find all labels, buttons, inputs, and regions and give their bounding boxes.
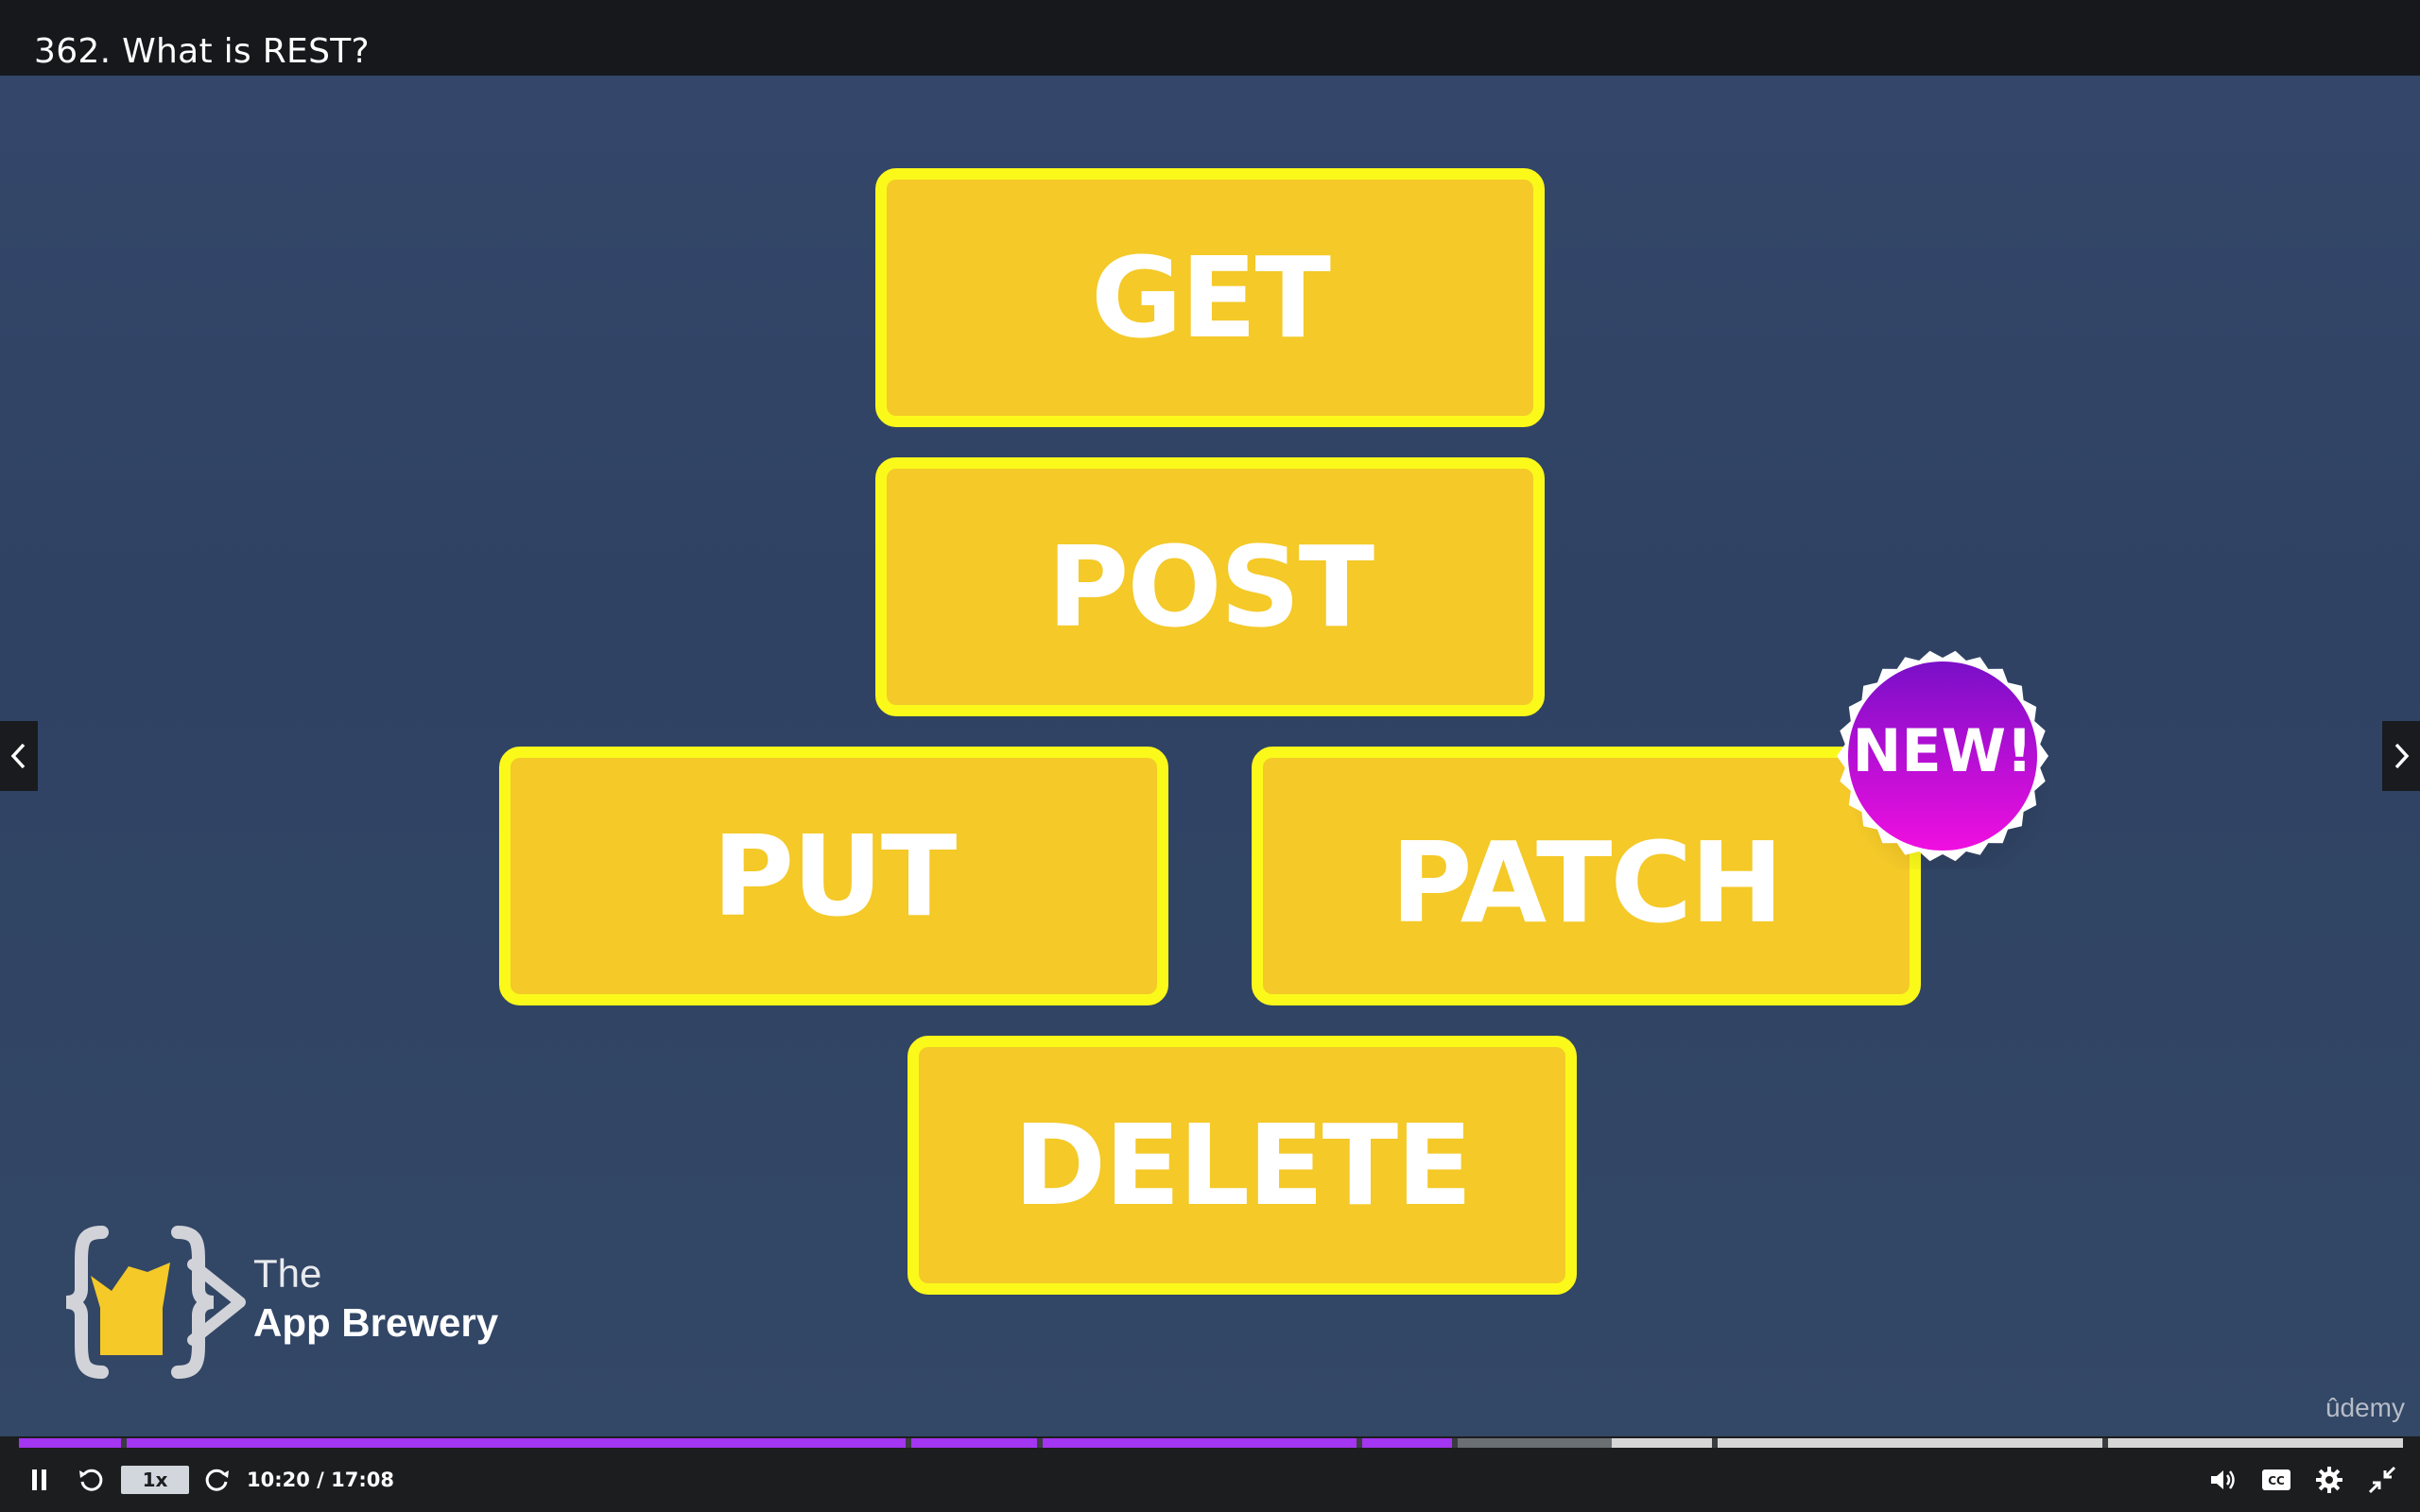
volume-button[interactable]: [2206, 1461, 2240, 1499]
chapter-marker: [1451, 1438, 1458, 1448]
pause-icon: [32, 1469, 46, 1490]
exit-fullscreen-button[interactable]: [2365, 1461, 2399, 1499]
udemy-watermark: ûdemy: [2325, 1393, 2405, 1422]
logo-text-app-brewery: App Brewery: [253, 1300, 499, 1345]
chapter-marker: [1711, 1438, 1718, 1448]
buffered-range: [1456, 1438, 1612, 1448]
playback-speed-button[interactable]: 1x: [121, 1466, 189, 1494]
progress-bar[interactable]: [19, 1438, 2403, 1448]
captions-icon: CC: [2262, 1469, 2290, 1490]
chapter-marker: [121, 1438, 128, 1448]
chapter-marker: [906, 1438, 912, 1448]
volume-icon: [2211, 1470, 2235, 1489]
post-label: POST: [1046, 522, 1374, 652]
patch-label: PATCH: [1391, 817, 1784, 948]
patch-method-box: PATCH: [1252, 747, 1921, 1005]
lecture-title-bar: 362. What is REST?: [0, 0, 2420, 76]
chapter-marker: [2102, 1438, 2109, 1448]
played-range: [19, 1438, 1457, 1448]
get-method-box: GET: [875, 168, 1545, 427]
captions-button[interactable]: CC: [2259, 1461, 2293, 1499]
post-method-box: POST: [875, 457, 1545, 716]
settings-icon: [2316, 1467, 2342, 1493]
put-label: PUT: [712, 811, 958, 941]
chapter-marker: [1356, 1438, 1362, 1448]
lecture-title: 362. What is REST?: [34, 32, 370, 71]
chevron-right-icon: [2394, 743, 2410, 769]
delete-label: DELETE: [1013, 1100, 1472, 1230]
app-brewery-logo: The App Brewery: [45, 1223, 537, 1383]
time-display: 10:20 / 17:08: [247, 1469, 394, 1491]
forward-icon: [205, 1469, 229, 1491]
logo-text-the: The: [253, 1251, 322, 1296]
play-pause-button[interactable]: [23, 1461, 57, 1499]
settings-button[interactable]: [2312, 1461, 2346, 1499]
exit-fullscreen-icon: [2368, 1466, 2396, 1494]
badge-label: NEW!: [1853, 716, 2033, 785]
put-method-box: PUT: [499, 747, 1168, 1005]
chapter-marker: [1036, 1438, 1043, 1448]
new-badge: NEW!: [1837, 650, 2054, 869]
player-controls: [0, 1436, 2420, 1512]
rewind-button[interactable]: [74, 1461, 108, 1499]
logo-mark: [65, 1226, 246, 1379]
chevron-left-icon: [10, 743, 26, 769]
get-label: GET: [1091, 232, 1331, 363]
next-lecture-button[interactable]: [2382, 721, 2420, 791]
forward-button[interactable]: [200, 1461, 234, 1499]
video-frame[interactable]: GET POST PUT PATCH DELETE: [0, 76, 2420, 1436]
previous-lecture-button[interactable]: [0, 721, 38, 791]
svg-text:CC: CC: [2268, 1474, 2285, 1487]
rewind-icon: [79, 1469, 103, 1491]
delete-method-box: DELETE: [908, 1036, 1577, 1295]
